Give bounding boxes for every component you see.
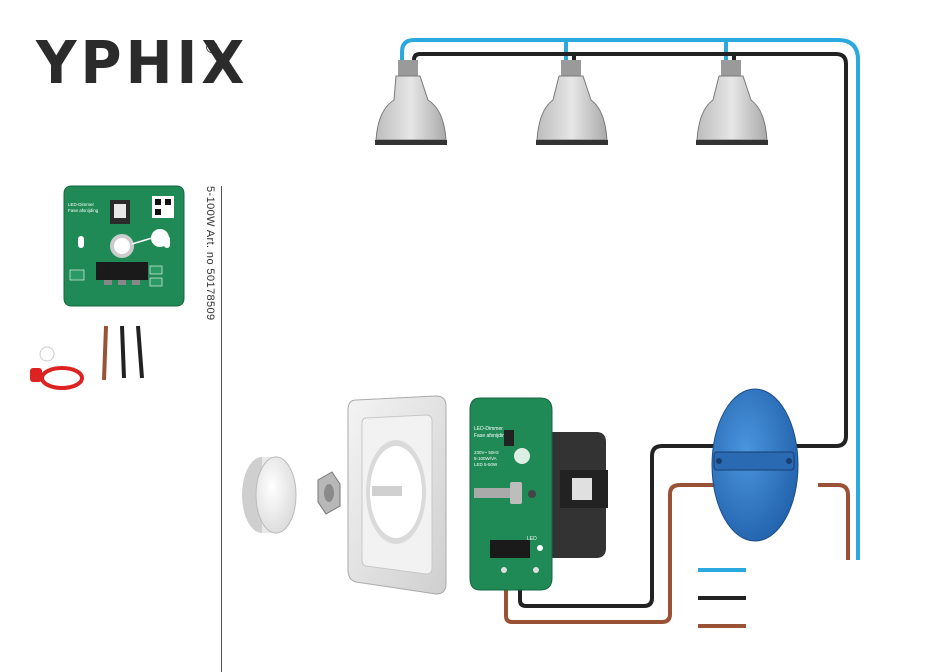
wall-plate-icon bbox=[348, 396, 446, 594]
nut-icon bbox=[318, 472, 340, 514]
thumb-label-1: LED-Dimmer bbox=[68, 202, 95, 207]
wire-legend bbox=[698, 570, 746, 626]
junction-box-icon bbox=[712, 389, 798, 541]
thumb-label-2: Fase afsnijding bbox=[68, 208, 99, 213]
knob-icon bbox=[242, 457, 296, 533]
module-led-label: LED bbox=[527, 536, 537, 542]
lamp-icon bbox=[375, 60, 447, 145]
module-spec-1: 230V~ 50Hz bbox=[474, 450, 500, 455]
lamp-icon bbox=[696, 60, 768, 145]
lamp-icon bbox=[536, 60, 608, 145]
module-thumbnail-icon: LED-Dimmer Fase afsnijding bbox=[64, 186, 184, 306]
module-spec-2: 5-100W/VA bbox=[474, 456, 497, 461]
wire-set-icon bbox=[30, 326, 142, 388]
module-label-2: Fase afsnijding bbox=[474, 433, 508, 439]
dimmer-module-icon: LED-Dimmer Fase afsnijding 230V~ 50Hz 5-… bbox=[470, 398, 608, 590]
module-spec-3: LED 5-50W bbox=[474, 462, 498, 467]
module-label-1: LED-Dimmer bbox=[474, 426, 503, 432]
